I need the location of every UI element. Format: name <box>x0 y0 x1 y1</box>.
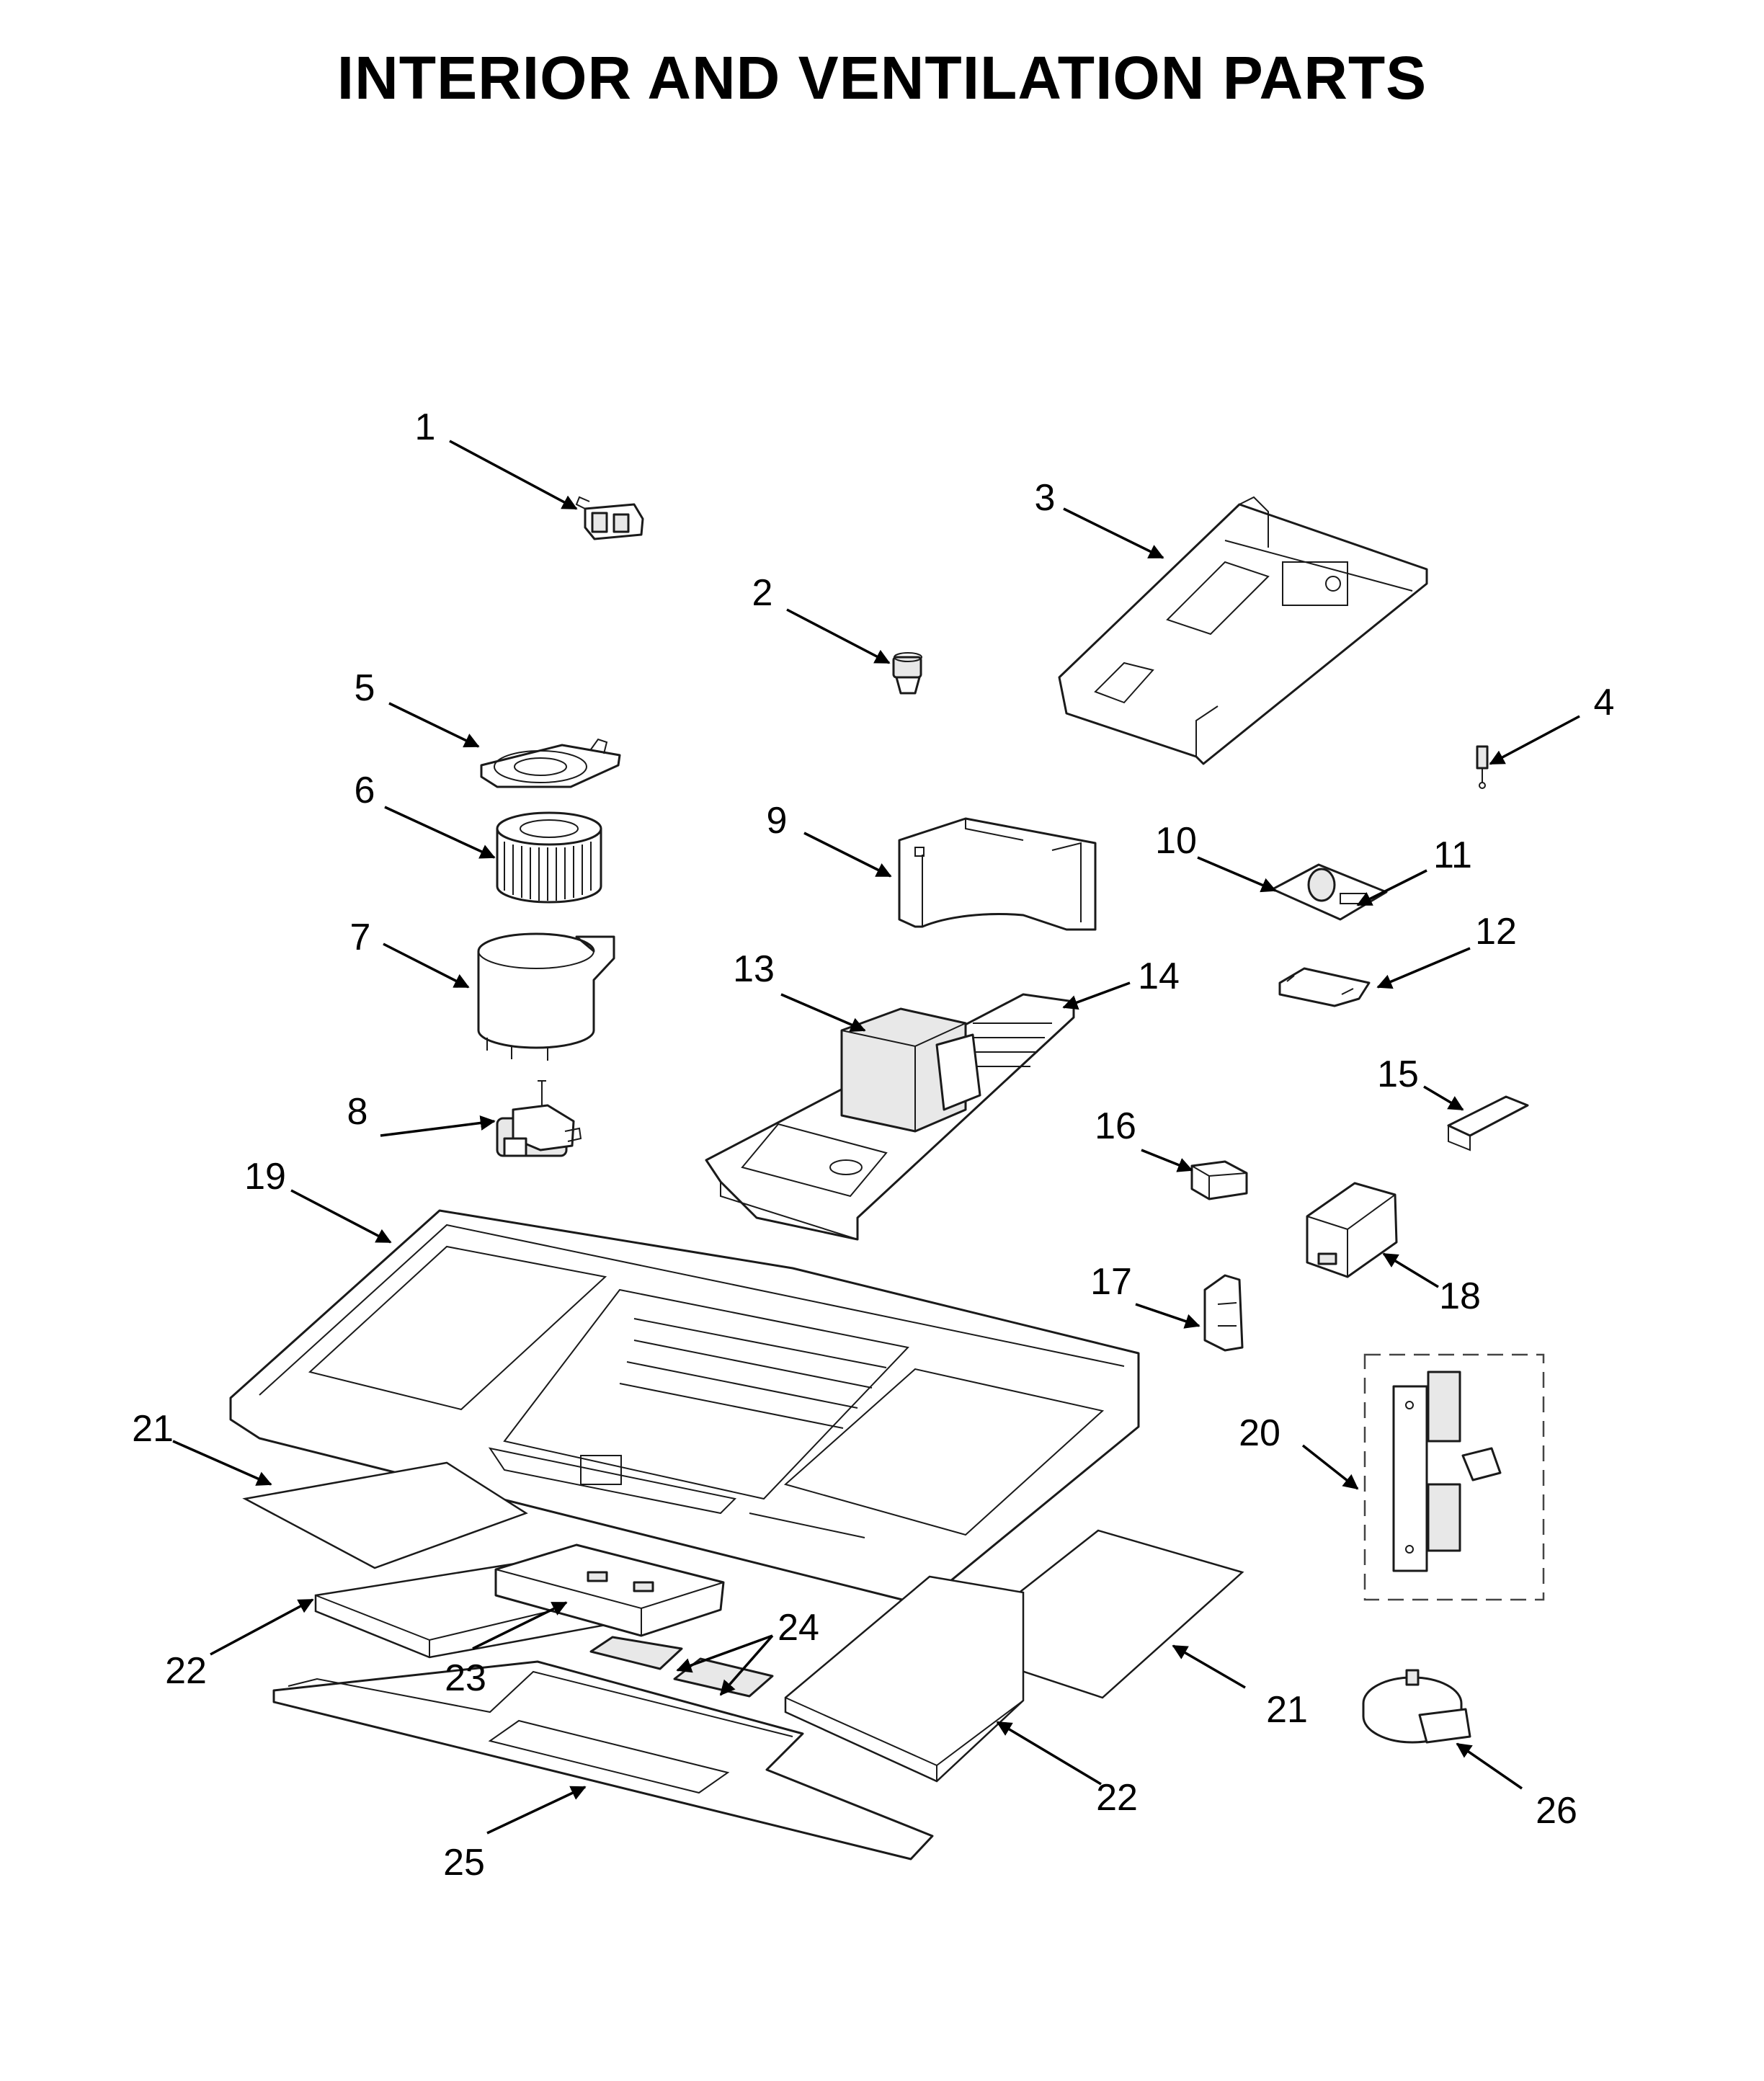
callout-20: 20 <box>1239 1412 1280 1454</box>
part-4-clip <box>1476 745 1489 789</box>
callout-19: 19 <box>244 1156 286 1198</box>
callout-24: 24 <box>778 1607 819 1649</box>
leader-lines <box>172 440 1580 1835</box>
part-3-control-bracket <box>1058 496 1428 765</box>
callout-22-left: 22 <box>165 1650 207 1692</box>
part-15-board <box>1447 1095 1529 1151</box>
callout-12: 12 <box>1475 911 1517 953</box>
callout-26: 26 <box>1536 1790 1577 1832</box>
page-title: INTERIOR AND VENTILATION PARTS <box>337 44 1427 112</box>
callout-17: 17 <box>1090 1261 1132 1303</box>
callout-14: 14 <box>1138 955 1180 997</box>
callout-9: 9 <box>767 800 788 842</box>
callout-16: 16 <box>1095 1105 1136 1147</box>
callout-13: 13 <box>733 948 775 990</box>
part-25-bottom-frame <box>272 1660 934 1861</box>
part-5-motor-plate <box>480 738 621 788</box>
callout-5: 5 <box>355 667 375 709</box>
callout-7: 7 <box>350 917 371 958</box>
callout-23: 23 <box>445 1657 486 1699</box>
part-23-vent-panel <box>494 1543 725 1637</box>
part-2-sensor <box>892 652 922 695</box>
part-16-thermal-cutout <box>1190 1160 1248 1200</box>
part-19-cavity-plate <box>229 1209 1140 1605</box>
callout-3: 3 <box>1035 477 1056 519</box>
callout-22-right: 22 <box>1096 1777 1138 1819</box>
callout-4: 4 <box>1594 682 1615 723</box>
part-7-blower-housing <box>477 932 615 1061</box>
part-26-turntable-motor <box>1362 1669 1471 1744</box>
part-21-filter-left <box>242 1461 528 1569</box>
callout-18: 18 <box>1439 1275 1481 1317</box>
callout-11: 11 <box>1433 834 1472 876</box>
part-24-pad-left <box>589 1636 683 1670</box>
callout-10: 10 <box>1155 820 1197 862</box>
callout-21-left: 21 <box>132 1408 174 1450</box>
callout-2: 2 <box>752 572 773 614</box>
callout-labels: 1 2 3 4 5 6 7 8 9 10 11 12 13 14 15 16 1… <box>132 406 1614 1884</box>
callout-25: 25 <box>443 1842 485 1884</box>
part-22-grease-filter-right <box>784 1575 1025 1783</box>
callout-1: 1 <box>415 406 436 448</box>
part-6-blower-wheel <box>496 811 602 904</box>
part-12-bracket <box>1278 967 1371 1007</box>
part-9-air-duct <box>898 817 1097 931</box>
part-8-fan-motor <box>496 1080 582 1157</box>
callout-15: 15 <box>1377 1053 1419 1095</box>
callout-6: 6 <box>355 770 375 811</box>
part-17-bracket <box>1203 1274 1244 1352</box>
callout-21-right: 21 <box>1266 1689 1308 1731</box>
part-13-14-transformer-base <box>705 993 1075 1241</box>
part-18-box <box>1306 1182 1398 1278</box>
part-10-11-fuse-board <box>1271 863 1388 921</box>
callout-8: 8 <box>347 1091 368 1133</box>
part-20-interlock-assembly <box>1363 1353 1545 1601</box>
part-1-switch-bracket <box>575 496 644 540</box>
